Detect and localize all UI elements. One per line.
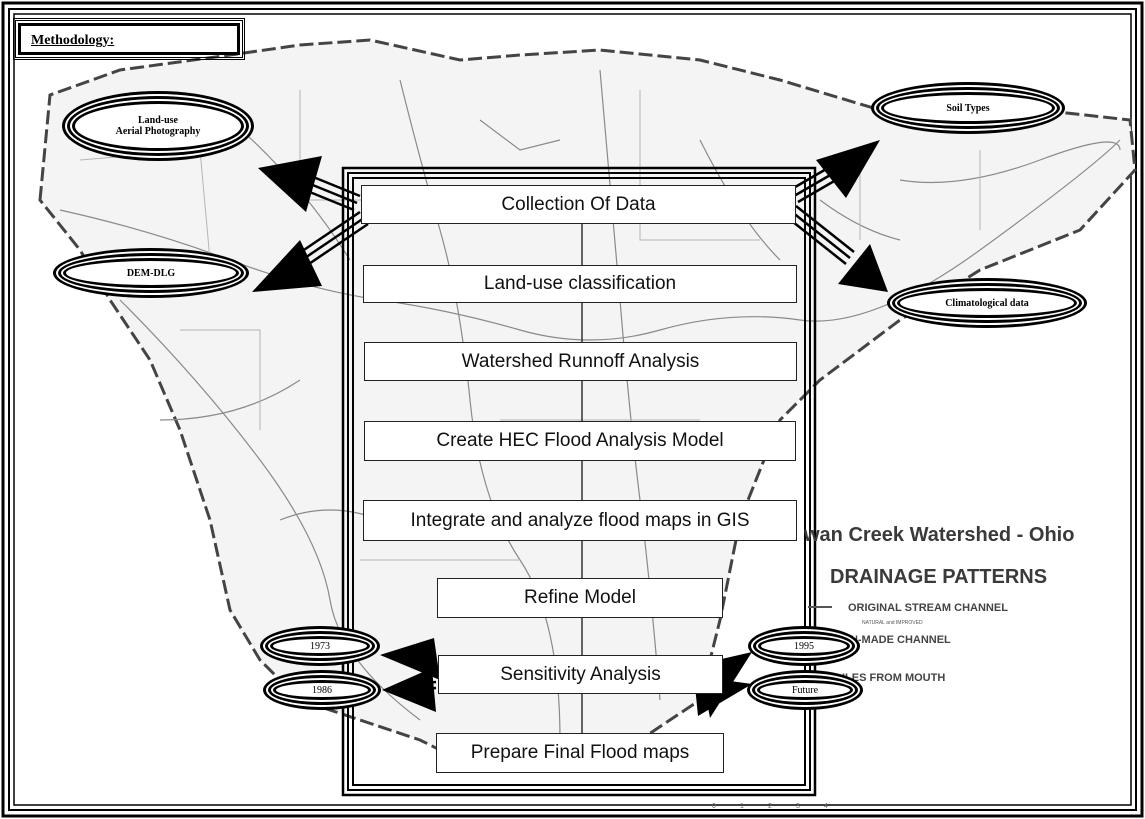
step-integrate-gis: Integrate and analyze flood maps in GIS xyxy=(363,500,797,541)
land-use-line1: Land-use xyxy=(137,115,178,126)
svg-text:4: 4 xyxy=(824,803,828,810)
step-sensitivity-analysis: Sensitivity Analysis xyxy=(438,655,723,694)
page-title: Methodology: xyxy=(13,18,245,60)
climatological-data-ellipse: Climatological data xyxy=(897,288,1077,318)
step-create-hec-model: Create HEC Flood Analysis Model xyxy=(364,421,796,461)
svg-text:0: 0 xyxy=(712,803,716,810)
step-watershed-runoff-analysis: Watershed Runnoff Analysis xyxy=(364,342,797,381)
year-1986-ellipse: 1986 xyxy=(273,680,371,700)
map-legend-item-manmade: AN-MADE CHANNEL xyxy=(842,634,951,646)
soil-types-ellipse: Soil Types xyxy=(881,92,1055,124)
year-1973-ellipse: 1973 xyxy=(270,636,370,656)
map-legend-subtitle: DRAINAGE PATTERNS xyxy=(830,566,1048,588)
dem-dlg-ellipse: DEM-DLG xyxy=(63,258,239,288)
svg-text:2: 2 xyxy=(768,803,772,810)
map-legend-item-original: ORIGINAL STREAM CHANNEL xyxy=(848,602,1008,614)
svg-text:3: 3 xyxy=(796,803,800,810)
year-1995-ellipse: 1995 xyxy=(758,636,850,656)
map-legend-title: wan Creek Watershed - Ohio xyxy=(804,524,1075,546)
watershed-boundary xyxy=(38,38,1137,767)
step-land-use-classification: Land-use classification xyxy=(363,265,797,303)
step-collection-of-data: Collection Of Data xyxy=(361,185,796,224)
land-use-line2: Aerial Photography xyxy=(115,126,201,137)
svg-text:NATURAL and IMPROVED: NATURAL and IMPROVED xyxy=(862,620,923,626)
svg-text:1: 1 xyxy=(740,803,744,810)
map-legend-item-miles: ILES FROM MOUTH xyxy=(842,672,946,684)
step-prepare-final-maps: Prepare Final Flood maps xyxy=(436,733,724,773)
land-use-aerial-ellipse: Land-use Aerial Photography xyxy=(72,101,244,151)
step-refine-model: Refine Model xyxy=(437,578,723,618)
year-future-ellipse: Future xyxy=(757,680,853,700)
